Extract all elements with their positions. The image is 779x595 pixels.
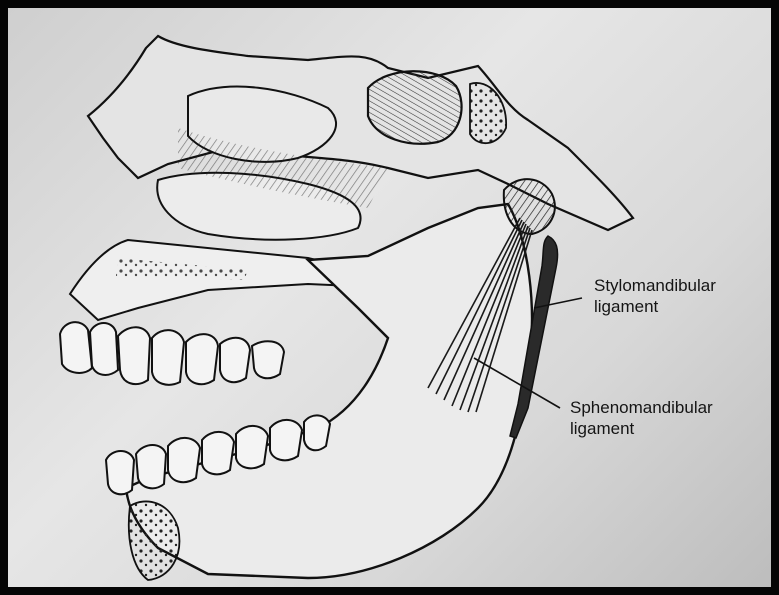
sphenomandibular-label-line2: ligament: [570, 418, 713, 439]
stylomandibular-label-line1: Stylomandibular: [594, 275, 716, 296]
stylomandibular-label-line2: ligament: [594, 296, 716, 317]
sphenomandibular-label: Sphenomandibular ligament: [570, 397, 713, 439]
spongy-bone-upper: [470, 83, 506, 143]
diagram-frame: Stylomandibular ligament Sphenomandibula…: [8, 8, 771, 587]
upper-teeth: [60, 322, 284, 385]
stylomandibular-label: Stylomandibular ligament: [594, 275, 716, 317]
hard-palate: [70, 240, 358, 320]
orbit-cavity: [368, 71, 462, 143]
sphenomandibular-label-line1: Sphenomandibular: [570, 397, 713, 418]
